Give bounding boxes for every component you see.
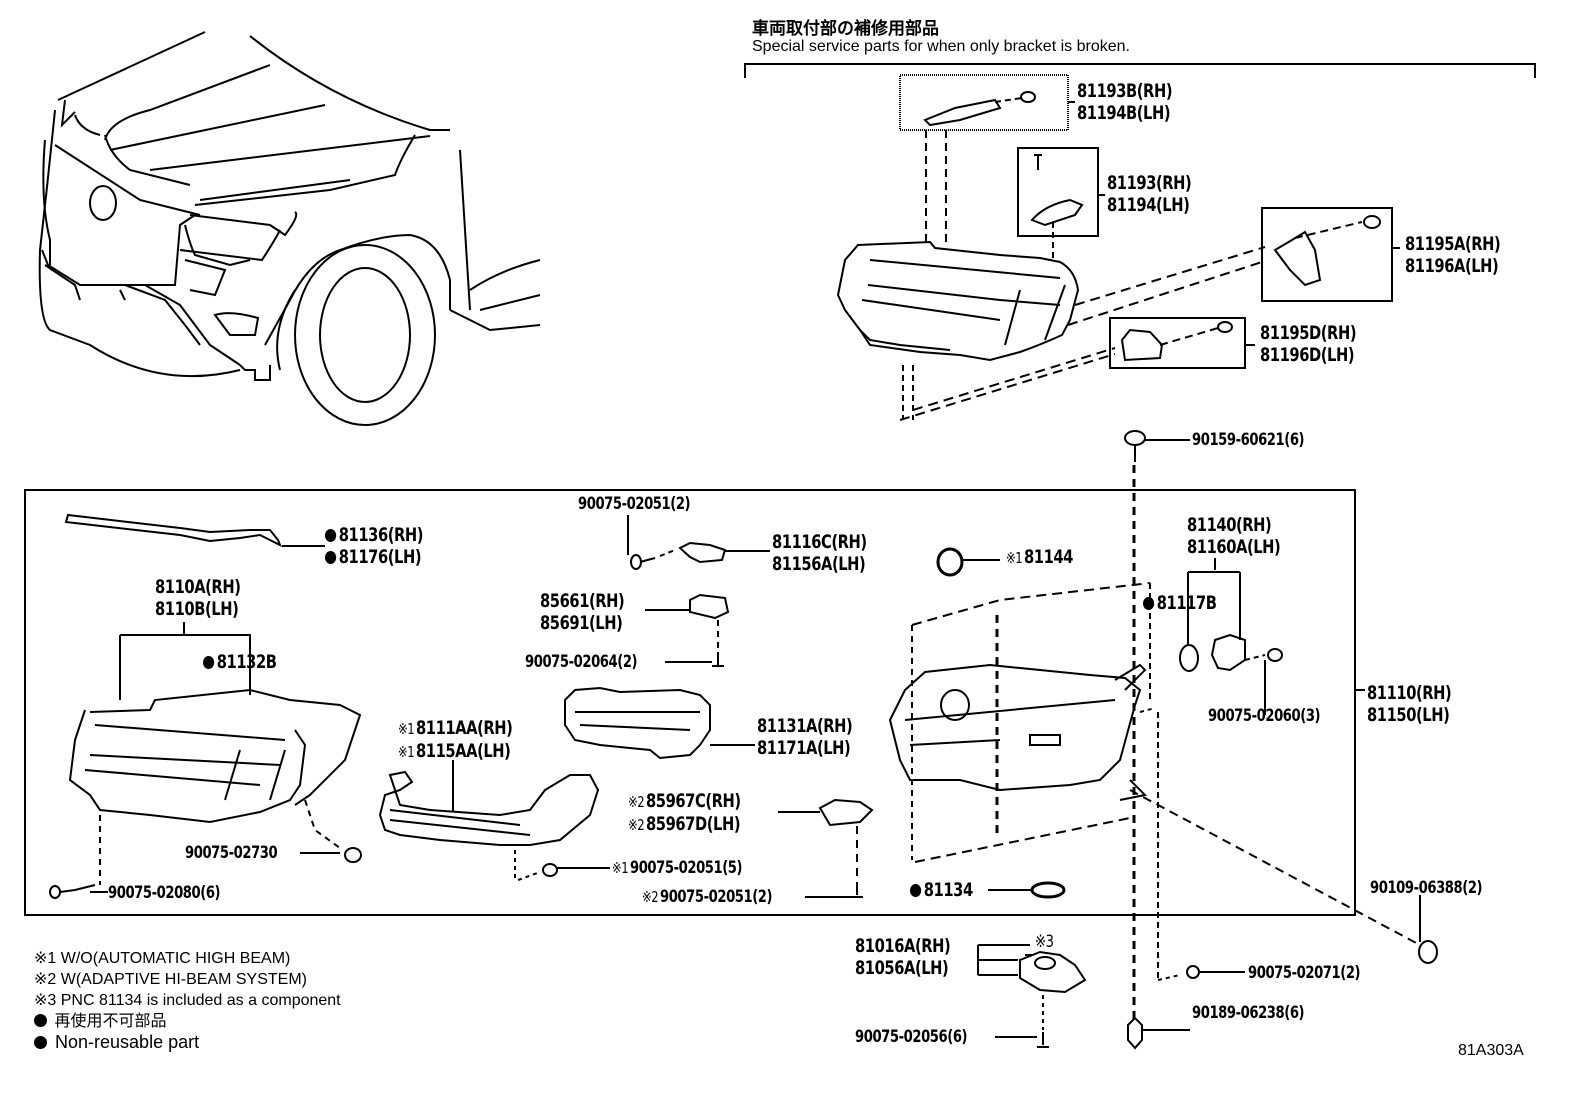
part-label-85661[interactable]: 85661(RH) 85691(LH) <box>540 590 625 634</box>
part-number-lh: 81171A(LH) <box>757 737 851 759</box>
part-number-lh: 81156A(LH) <box>772 553 866 575</box>
note-mark: ※1 <box>612 859 629 877</box>
part-label-90075-02071[interactable]: 90075-02071(2) <box>1248 963 1361 983</box>
legend: ※1 W/O(AUTOMATIC HIGH BEAM) ※2 W(ADAPTIV… <box>34 948 341 1053</box>
non-reusable-dot-icon <box>34 1014 47 1027</box>
part-label-81131a[interactable]: 81131A(RH) 81171A(LH) <box>757 715 853 759</box>
part-number-lh: 81176(LH) <box>325 546 423 568</box>
main-assembly-box <box>24 489 1356 916</box>
vehicle-front-illustration <box>38 31 541 426</box>
part-label-81134[interactable]: 81134 <box>910 879 973 901</box>
diagram-code: 81A303A <box>1458 1042 1524 1059</box>
note-mark-3: ※3 <box>1035 932 1054 952</box>
bracket-boxes <box>899 74 1400 369</box>
part-label-85967c[interactable]: ※285967C(RH) ※285967D(LH) <box>628 790 741 836</box>
legend-note-3: ※3 PNC 81134 is included as a component <box>34 992 341 1009</box>
part-number-rh: ※18111AA(RH) <box>398 717 513 739</box>
legend-note-1: ※1 W/O(AUTOMATIC HIGH BEAM) <box>34 950 291 967</box>
part-label-90075-02730[interactable]: 90075-02730 <box>185 843 278 863</box>
headlamp-upper-illustration <box>836 130 1266 421</box>
part-label-81016a[interactable]: 81016A(RH) 81056A(LH) <box>855 935 951 979</box>
part-label-90189-06238[interactable]: 90189-06238(6) <box>1192 1003 1305 1023</box>
part-label-81193b[interactable]: 81193B(RH) 81194B(LH) <box>1077 80 1173 124</box>
lower-parts-illustration <box>977 895 1438 1050</box>
part-label-81140[interactable]: 81140(RH) 81160A(LH) <box>1187 514 1281 558</box>
legend-non-reusable-jp: 再使用不可部品 <box>34 1011 341 1032</box>
part-label-81110[interactable]: 81110(RH) 81150(LH) <box>1367 682 1452 726</box>
non-reusable-dot-icon <box>34 1036 47 1049</box>
bulb-socket-illustration <box>1179 558 1283 715</box>
part-label-90075-02060[interactable]: 90075-02060(3) <box>1208 706 1321 726</box>
part-number-lh: 81150(LH) <box>1367 704 1450 726</box>
part-label-8111aa[interactable]: ※18111AA(RH) ※18115AA(LH) <box>398 717 513 763</box>
part-label-90075-02064[interactable]: 90075-02064(2) <box>525 652 638 672</box>
top-fastener-icon <box>1124 430 1190 1020</box>
part-number-lh: 81056A(LH) <box>855 957 949 979</box>
middle-components-illustration <box>378 515 1066 899</box>
part-number-lh: 81160A(LH) <box>1187 536 1281 558</box>
part-number-rh: 81195A(RH) <box>1405 233 1501 255</box>
part-number-lh: ※18115AA(LH) <box>398 740 511 762</box>
part-label-90159-60621[interactable]: 90159-60621(6) <box>1192 430 1305 450</box>
part-number-rh: 81193(RH) <box>1107 172 1192 194</box>
part-number-rh: 8110A(RH) <box>155 576 241 598</box>
part-label-81193[interactable]: 81193(RH) 81194(LH) <box>1107 172 1192 216</box>
non-reusable-dot-icon <box>325 551 337 564</box>
part-label-81144[interactable]: ※181144 <box>1006 546 1073 568</box>
non-reusable-dot-icon <box>325 529 337 542</box>
note-mark: ※1 <box>1006 549 1023 567</box>
non-reusable-dot-icon <box>1143 597 1155 610</box>
headlamp-lens-illustration <box>49 622 362 899</box>
part-number-lh: 81196A(LH) <box>1405 255 1499 277</box>
part-number-lh: 81194(LH) <box>1107 194 1190 216</box>
legend-non-reusable-en: Non-reusable part <box>34 1032 341 1053</box>
headlamp-housing-illustration <box>888 582 1421 980</box>
part-number-rh: 81136(RH) <box>325 524 424 546</box>
part-label-81195a[interactable]: 81195A(RH) 81196A(LH) <box>1405 233 1501 277</box>
bracket-section-rule <box>744 63 1536 78</box>
part-label-81117b[interactable]: 81117B <box>1143 592 1217 614</box>
part-number-rh: 81140(RH) <box>1187 514 1272 536</box>
part-number-lh: 85691(LH) <box>540 612 623 634</box>
part-label-90075-02056[interactable]: 90075-02056(6) <box>855 1027 968 1047</box>
part-number-rh: 85661(RH) <box>540 590 625 612</box>
legend-note-2: ※2 W(ADAPTIVE HI-BEAM SYSTEM) <box>34 971 307 988</box>
part-number-rh: 81195D(RH) <box>1260 322 1357 344</box>
part-label-81195d[interactable]: 81195D(RH) 81196D(LH) <box>1260 322 1357 366</box>
part-number-lh: 81194B(LH) <box>1077 102 1171 124</box>
part-number-lh: 8110B(LH) <box>155 598 239 620</box>
part-number-rh: 81016A(RH) <box>855 935 951 957</box>
bracket-section-title-jp: 車両取付部の補修用部品 <box>752 19 939 38</box>
part-number-rh: 81193B(RH) <box>1077 80 1173 102</box>
part-label-81132b[interactable]: 81132B <box>203 651 277 673</box>
part-label-90075-02080[interactable]: 90075-02080(6) <box>108 883 221 903</box>
bracket-section-title-en: Special service parts for when only brac… <box>752 38 1130 55</box>
part-number-rh: 81131A(RH) <box>757 715 853 737</box>
part-label-81136[interactable]: 81136(RH) 81176(LH) <box>325 524 424 568</box>
part-label-90075-02051-top[interactable]: 90075-02051(2) <box>578 494 691 514</box>
note-mark: ※2 <box>642 888 659 906</box>
part-number-lh: ※285967D(LH) <box>628 813 741 835</box>
part-label-81116c[interactable]: 81116C(RH) 81156A(LH) <box>772 531 867 575</box>
non-reusable-dot-icon <box>910 884 922 897</box>
part-label-8110a[interactable]: 8110A(RH) 8110B(LH) <box>155 576 241 620</box>
trim-strip-illustration <box>64 513 325 548</box>
part-number-rh: 81116C(RH) <box>772 531 867 553</box>
non-reusable-dot-icon <box>203 656 215 669</box>
part-number-rh: ※285967C(RH) <box>628 790 741 812</box>
part-number-rh: 81110(RH) <box>1367 682 1452 704</box>
part-label-90109-06388[interactable]: 90109-06388(2) <box>1370 878 1483 898</box>
part-number-lh: 81196D(LH) <box>1260 344 1355 366</box>
